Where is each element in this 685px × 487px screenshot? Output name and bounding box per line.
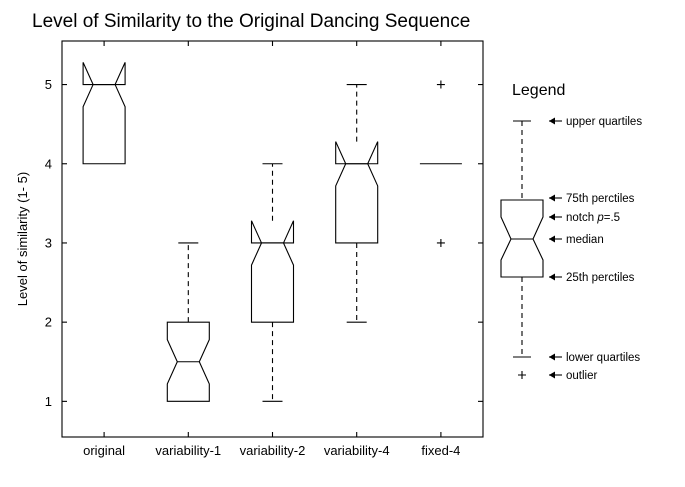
legend-title: Legend xyxy=(512,82,565,99)
legend-label-outlier: outlier xyxy=(566,370,597,382)
x-tick-label: variability-4 xyxy=(324,443,390,458)
box-body xyxy=(250,220,295,323)
y-tick-label: 3 xyxy=(45,235,52,250)
box-body xyxy=(335,141,379,244)
y-tick-label: 2 xyxy=(45,315,52,330)
legend-arrowhead xyxy=(549,273,555,281)
x-tick-label: variability-1 xyxy=(155,443,221,458)
box-outlier xyxy=(436,80,445,89)
legend-label-q1: 25th perctiles xyxy=(566,272,635,284)
box-variability-4 xyxy=(335,84,379,323)
y-tick-label: 4 xyxy=(45,156,52,171)
legend-labels: upper quartiles 75th perctiles notch p=.5 m… xyxy=(549,116,642,382)
y-tick-label: 5 xyxy=(45,77,52,92)
box-outlier xyxy=(436,238,445,247)
legend-label-median: median xyxy=(566,234,604,246)
legend-arrowhead xyxy=(549,235,555,243)
y-axis-label: Level of similarity (1- 5) xyxy=(15,172,30,306)
y-axis: 1 2 3 4 5 xyxy=(45,77,483,409)
box-original xyxy=(82,62,126,165)
legend-outlier xyxy=(518,371,526,379)
x-axis: original variability-1 variability-2 variab… xyxy=(83,41,460,458)
box-series xyxy=(82,62,462,402)
legend-label-q3: 75th perctiles xyxy=(566,193,635,205)
chart-title: Level of Similarity to the Original Danc… xyxy=(32,11,470,32)
legend-label-lower: lower quartiles xyxy=(566,352,640,364)
x-tick-label: original xyxy=(83,443,125,458)
legend-arrowhead xyxy=(549,194,555,202)
y-tick-label: 1 xyxy=(45,394,52,409)
legend: Legend upper quartiles 75th perctiles notc… xyxy=(500,82,642,382)
box-fixed-4 xyxy=(419,80,462,247)
legend-label-notch: notch p=.5 xyxy=(566,212,620,224)
legend-arrowhead xyxy=(549,213,555,221)
legend-arrowhead xyxy=(549,117,555,125)
box-variability-1 xyxy=(166,242,210,402)
box-variability-2 xyxy=(250,163,295,402)
x-tick-label: variability-2 xyxy=(240,443,306,458)
box-body xyxy=(82,62,126,165)
x-tick-label: fixed-4 xyxy=(421,443,460,458)
legend-box-glyph xyxy=(500,120,544,379)
legend-arrowhead xyxy=(549,371,555,379)
legend-arrowhead xyxy=(549,353,555,361)
legend-box-body xyxy=(500,199,544,278)
box-body xyxy=(166,321,210,402)
legend-label-upper: upper quartiles xyxy=(566,116,642,128)
